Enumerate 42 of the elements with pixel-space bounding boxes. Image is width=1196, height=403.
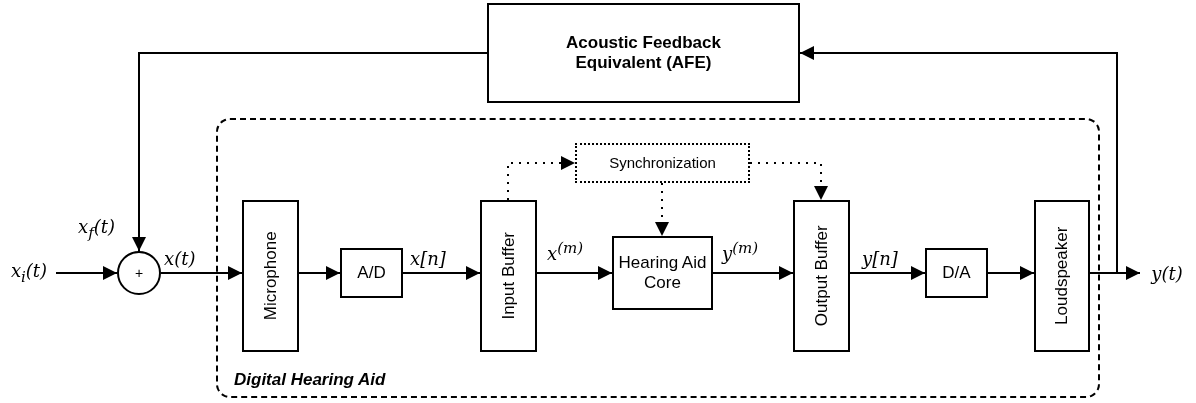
dotted-box (575, 143, 750, 183)
box-label: Acoustic Feedback Equivalent (AFE) (565, 33, 722, 73)
arrow (849, 266, 926, 280)
process-box (925, 248, 988, 298)
arrow (132, 52, 488, 252)
arrow (55, 266, 118, 280)
arrow (160, 266, 243, 280)
process-box (480, 200, 537, 352)
arrow (298, 266, 341, 280)
arrow (402, 266, 481, 280)
dotted-arrow (655, 182, 669, 237)
edge-label: x$^{(m)}$ (547, 241, 584, 263)
edge-label: x$_{f}$(t) (78, 218, 115, 241)
signal-label: x$_{i}$(t) (10, 260, 48, 286)
dashed-group-frame (216, 118, 1100, 398)
arrow (712, 266, 794, 280)
process-box (612, 236, 713, 310)
signal-label: y(t) (1151, 262, 1183, 284)
box-label: D/A (942, 263, 971, 283)
process-box (242, 200, 299, 352)
arrow (987, 266, 1035, 280)
arrow (536, 266, 613, 280)
plus-sign: + (134, 264, 144, 282)
edge-label: x[n] (410, 250, 446, 268)
edge-label: y$^{(m)}$ (722, 241, 759, 263)
box-label: Output Buffer (811, 225, 832, 327)
process-box (340, 248, 403, 298)
process-box (1034, 200, 1090, 352)
box-label: Loudspeaker (1052, 226, 1072, 326)
process-box (793, 200, 850, 352)
box-label: A/D (357, 263, 386, 283)
box-label: Hearing Aid Core (617, 253, 708, 293)
arrow (799, 46, 1118, 274)
dotted-arrow (507, 156, 576, 201)
box-label: Microphone (260, 231, 281, 321)
edge-label: y[n] (862, 250, 898, 268)
box-label: Input Buffer (498, 232, 519, 320)
group-label: Digital Hearing Aid (234, 370, 386, 390)
edge-label: x(t) (164, 250, 196, 268)
summing-junction (117, 251, 161, 295)
box-label: Synchronization (609, 154, 716, 172)
process-box (487, 3, 800, 103)
